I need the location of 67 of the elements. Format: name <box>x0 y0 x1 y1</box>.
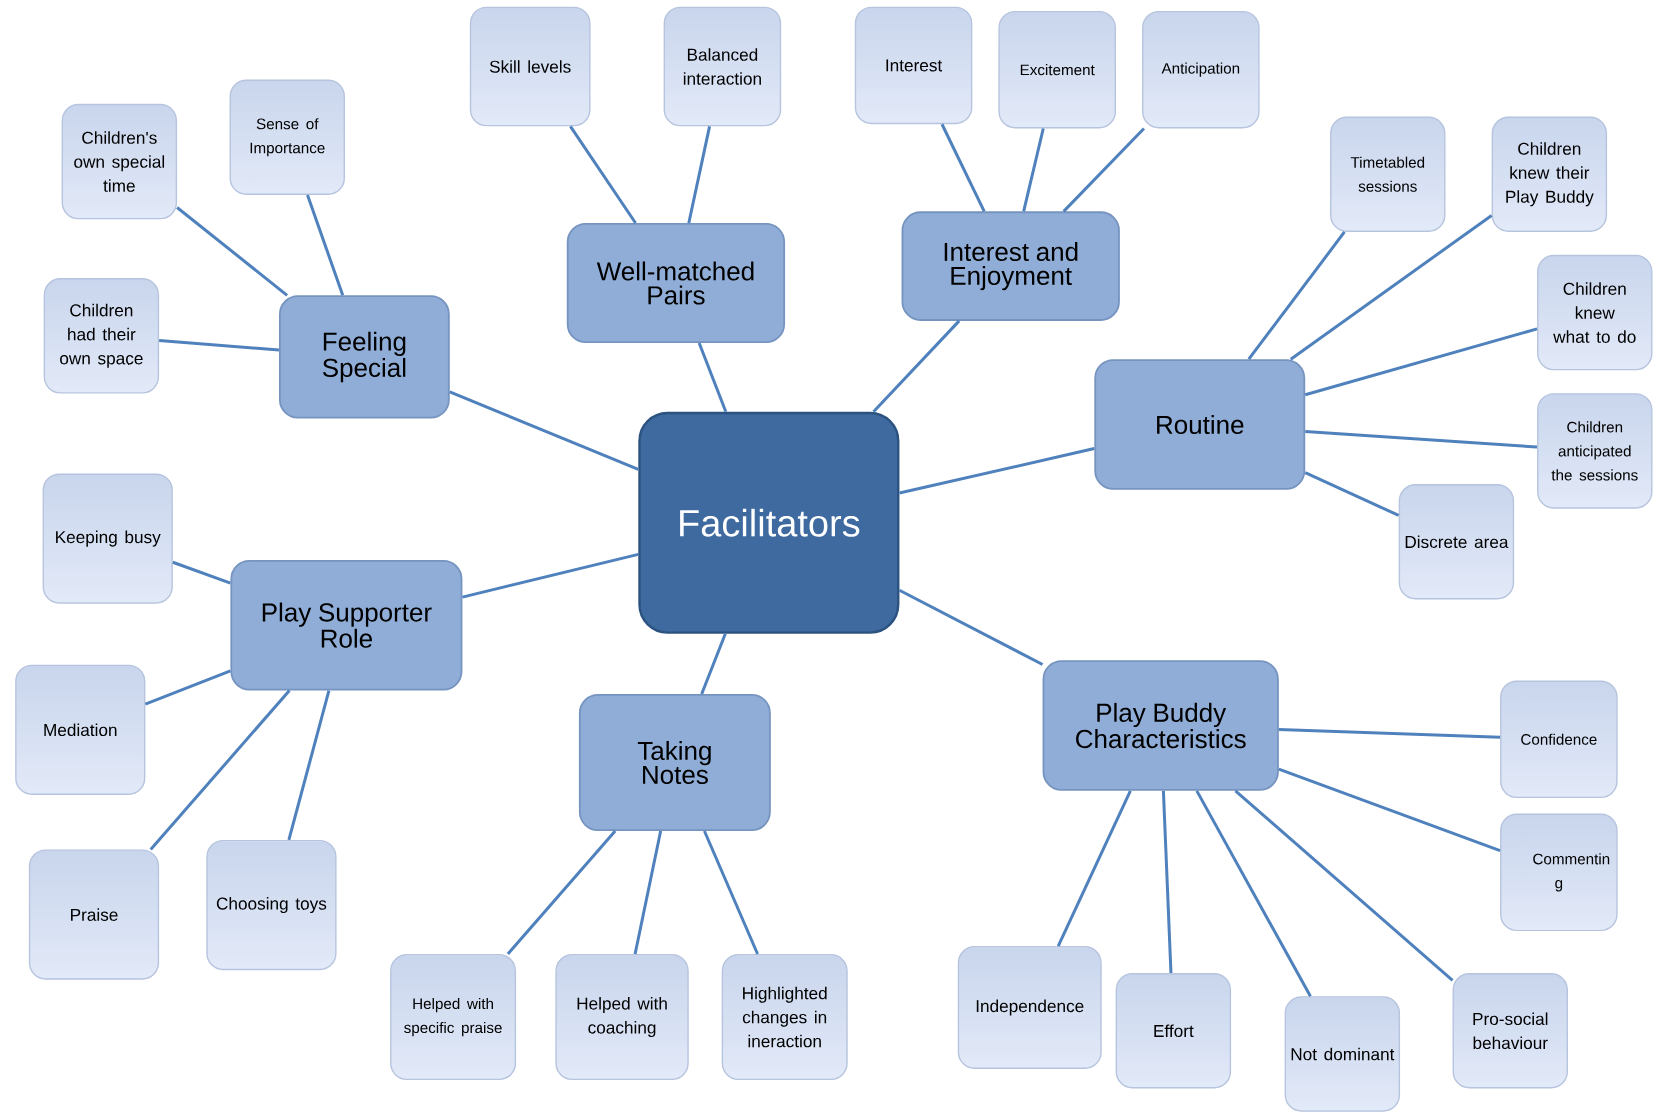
subtopic-box: Children anticipated the sessions <box>1537 393 1653 509</box>
subtopic-box: Sense of Importance <box>229 79 345 195</box>
subtopic-box: Independence <box>957 946 1102 1069</box>
connector-line <box>1195 790 1312 997</box>
subtopic-box: Keeping busy <box>42 473 173 604</box>
topic-box: Play Buddy Characteristics <box>1042 660 1279 791</box>
connector-line <box>144 669 231 706</box>
connector-line <box>306 194 345 296</box>
central-topic-box: Facilitators <box>638 411 900 634</box>
subtopic-box: Effort <box>1115 972 1232 1089</box>
connector-line <box>1247 231 1346 361</box>
subtopic-box: Helped with coaching <box>555 953 689 1080</box>
topic-box: Well-matched Pairs <box>566 222 786 343</box>
subtopic-box: Confidence <box>1500 680 1618 798</box>
connector-line <box>898 588 1044 666</box>
connector-line <box>1022 128 1045 212</box>
subtopic-box: Commentin g <box>1500 813 1618 932</box>
subtopic-box: Choosing toys <box>206 839 337 971</box>
connector-line <box>1278 728 1501 739</box>
connector-line <box>449 390 639 471</box>
connector-line <box>1056 790 1132 947</box>
connector-line <box>462 552 639 599</box>
connector-line <box>506 829 617 955</box>
topic-box: Interest and Enjoyment <box>901 211 1120 321</box>
connector-line <box>569 125 637 224</box>
connector-line <box>287 690 331 841</box>
connector-line <box>940 123 986 212</box>
connector-line <box>149 689 291 851</box>
topic-box: Routine <box>1094 359 1306 490</box>
connector-line <box>687 125 712 224</box>
connector-line <box>697 342 728 413</box>
subtopic-box: Children's own special time <box>61 103 178 220</box>
connector-line <box>159 338 280 352</box>
subtopic-box: Timetabled sessions <box>1330 116 1446 232</box>
subtopic-box: Mediation <box>15 664 146 795</box>
connector-line <box>872 319 961 413</box>
subtopic-box: Highlighted changes in ineraction <box>721 953 848 1080</box>
connector-line <box>703 830 759 955</box>
subtopic-box: Children knew what to do <box>1537 254 1653 371</box>
subtopic-box: Excitement <box>998 10 1116 129</box>
connector-line <box>633 830 663 955</box>
connector-line <box>1062 127 1146 213</box>
connector-line <box>1161 790 1173 974</box>
connector-line <box>172 560 231 585</box>
connector-line <box>176 206 289 297</box>
topic-box: Feeling Special <box>279 295 450 419</box>
connector-line <box>899 447 1095 495</box>
subtopic-box: Not dominant <box>1284 996 1401 1112</box>
connector-line <box>1289 214 1493 361</box>
subtopic-box: Pro-social behaviour <box>1452 972 1568 1089</box>
subtopic-box: Praise <box>28 849 160 980</box>
connector-line <box>1304 471 1400 517</box>
subtopic-box: Discrete area <box>1398 483 1515 600</box>
subtopic-box: Anticipation <box>1142 10 1260 129</box>
subtopic-box: Children knew their Play Buddy <box>1491 116 1608 232</box>
subtopic-box: Helped with specific praise <box>390 953 517 1080</box>
topic-box: Taking Notes <box>578 693 771 831</box>
subtopic-box: Children had their own space <box>43 278 160 394</box>
connector-line <box>1305 430 1538 449</box>
topic-box: Play Supporter Role <box>230 559 463 691</box>
connector-line <box>1234 789 1454 982</box>
connector-line <box>1304 327 1538 397</box>
subtopic-box: Skill levels <box>469 6 591 127</box>
connector-line <box>700 633 727 695</box>
subtopic-box: Balanced interaction <box>663 6 782 127</box>
subtopic-box: Interest <box>854 6 973 125</box>
connector-line <box>1278 767 1501 852</box>
